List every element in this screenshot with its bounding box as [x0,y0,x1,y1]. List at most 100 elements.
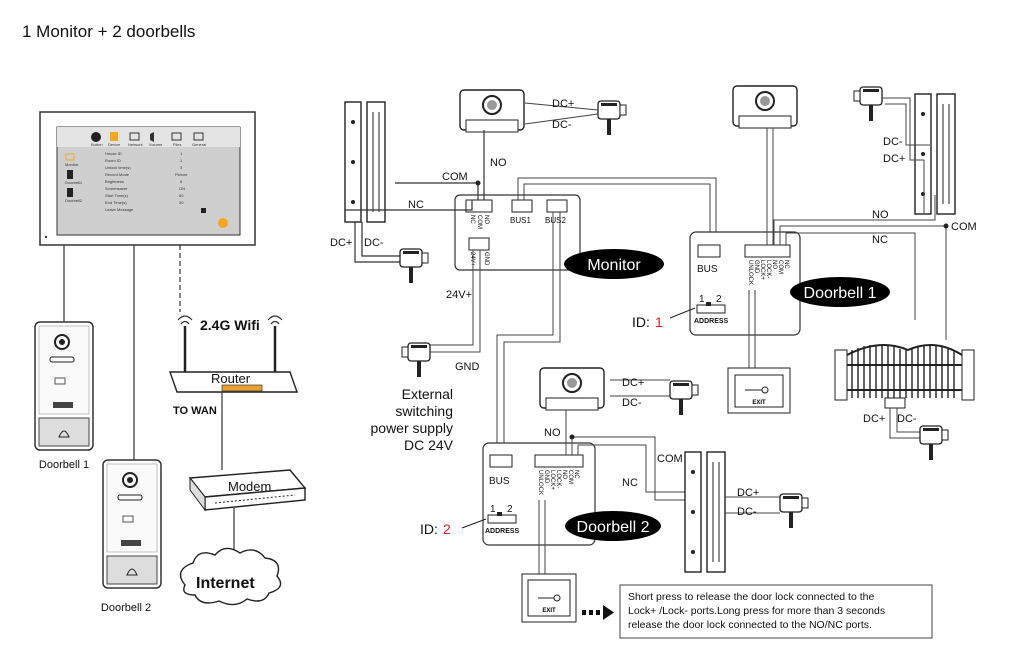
id-label: ID: [632,314,650,330]
doorbell1-caption: Doorbell 1 [39,459,89,471]
bus2-connector[interactable] [546,199,568,213]
bus1-connector[interactable] [511,199,533,213]
switch-number: 1 [699,294,705,305]
pin-label: 24V+ [469,252,475,267]
wire-label: NC [622,477,638,489]
bus2-label: BUS2 [545,216,566,225]
wire-no [773,195,936,245]
bell-icon [58,430,70,438]
gate-opener [834,344,975,409]
psu-line: External [402,386,453,402]
wifi-icon [177,315,193,325]
router-device [169,315,298,393]
wire-nc [577,444,690,493]
exit-button-doorbell1[interactable]: EXIT [727,367,791,414]
wire-bus2-a [496,212,554,455]
psu-description: External switching power supply DC 24V [371,386,454,453]
doorbell1-bus-label: BUS [697,264,718,275]
setting-value: 60 [179,193,184,198]
setting-label: Brightness [105,179,124,184]
magnetic-lock-left [344,101,386,223]
doorbell2-bus-connector[interactable] [489,454,513,468]
wire-24v [430,250,474,346]
doorbell1-bus-connector[interactable] [697,244,721,258]
internet-cloud [179,547,282,606]
power-adapter [399,248,429,284]
psu-line: switching [395,403,453,419]
router-label: Router [211,371,251,386]
pin-label: NC [573,470,579,479]
side-item-monitor: Monitor [65,162,79,167]
setting-label: End Time(s) [105,200,127,205]
psu-line: power supply [371,420,454,436]
screen-tab-general: General [192,142,206,147]
indoor-monitor-device: Button Device Network Volume Files Gener… [39,111,256,246]
wire-label: DC+ [622,377,644,389]
doorbell1-terminal-connector[interactable] [744,244,791,258]
monitor-badge-label: Monitor [587,257,641,274]
note-line: Lock+ /Lock- ports.Long press for more t… [628,605,885,617]
doorbell2-address-switch[interactable] [487,514,517,524]
electric-strike-lock-doorbell1 [732,85,798,129]
exit-label: EXIT [542,608,556,614]
psu-adapter [401,342,431,378]
pin-label: NC [783,260,789,269]
pin-label: NO [483,215,489,224]
wire-label: NO [872,209,889,221]
relay-pin-labels: NC COM NO 24V+ GND [469,215,489,267]
setting-label: Leave Message [105,207,134,212]
screen-settings: House ID 1 Room ID 1 Unlock time(s) 3 Re… [105,151,228,228]
power-adapter [597,100,627,136]
setting-label: Screensaver [105,186,128,191]
wire-label: NO [490,157,507,169]
power-adapter [919,425,949,461]
id-value: 2 [443,521,451,537]
screen-side-items: Monitor Doorbell1 Doorbell2 [65,153,83,203]
modem-device [188,469,307,512]
pin-label: GND [543,470,549,484]
wire-label: DC+ [552,98,574,110]
address-label: ADDRESS [694,318,729,325]
electric-strike-lock-monitor [459,89,525,133]
wire-com [779,225,946,245]
setting-value: 1 [180,151,183,156]
wire-dc-plus [354,222,400,263]
power-connector[interactable] [468,237,490,251]
wire-label: DC+ [883,153,905,165]
wifi-label: 2.4G Wifi [200,317,260,333]
setting-value: 1 [180,158,183,163]
doorbell2-pin-labels: UNLOCK GND LOCK+ LOCK- NO COM NC [537,470,579,495]
screen-tab-network: Network [128,142,143,147]
electric-strike-lock-doorbell2 [539,367,605,411]
pin-label: COM [476,215,482,229]
device-tab-icon [110,132,118,141]
psu-line: DC 24V [404,437,454,453]
wire-label: DC- [897,413,917,425]
wire-label: DC+ [737,487,759,499]
wire-label: COM [951,221,977,233]
wire-label: DC- [364,237,384,249]
pin-label: LOCK- [765,260,771,278]
wire-label: DC+ [330,237,352,249]
setting-value: 3 [180,165,183,170]
wire-nc [785,232,916,320]
setting-label: Room ID [105,158,121,163]
setting-value: ON [179,186,185,191]
volume-tab-icon [150,132,154,142]
pin-label: COM [567,470,573,484]
power-adapter [669,380,699,416]
button-tab-icon [91,132,101,142]
doorbell1-address-switch[interactable] [696,304,726,314]
pin-label: UNLOCK [747,260,753,285]
modem-label: Modem [228,479,271,494]
arrow-icon [582,605,614,620]
outdoor-doorbell-2 [102,459,162,589]
exit-button-doorbell2[interactable]: EXIT [521,573,577,623]
switch-number: 2 [507,504,513,515]
note-text: Short press to release the door lock con… [628,591,885,631]
doorbell2-terminal-connector[interactable] [534,454,584,468]
pin-label: LOCK+ [549,470,555,490]
id-value: 1 [655,314,663,330]
wire-bus2-b [503,212,561,455]
